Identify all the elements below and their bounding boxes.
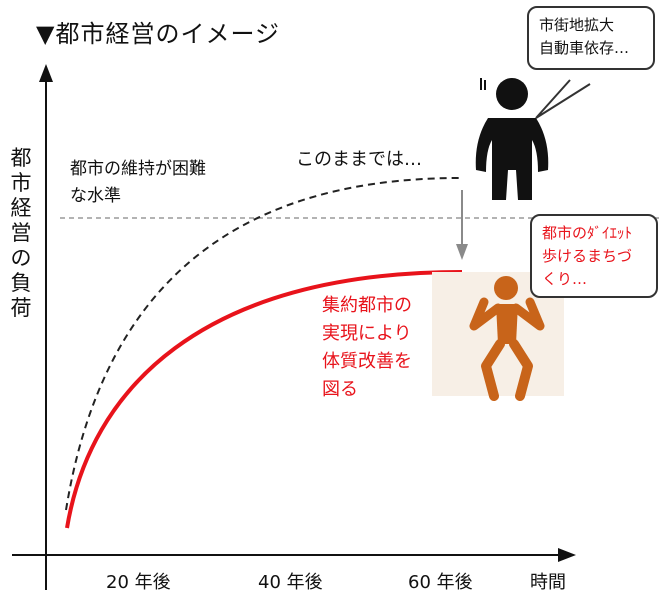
bubble-top-line: 市街地拡大 xyxy=(539,16,615,34)
y-axis-label-char: 荷 xyxy=(10,296,32,320)
exercising-person-icon xyxy=(469,276,545,401)
x-axis-label: 時間 xyxy=(530,572,566,593)
y-axis-label-char: 市 xyxy=(10,171,32,195)
improvement-label-line: 体質改善を xyxy=(322,351,412,372)
improvement-label-line: 実現により xyxy=(322,323,412,344)
improvement-label-line: 集約都市の xyxy=(322,295,412,316)
reduction-arrow-head xyxy=(456,244,468,260)
y-axis-label-char: 経 xyxy=(10,196,32,220)
x-tick-label: 40 年後 xyxy=(258,572,323,593)
current-trend-curve xyxy=(65,177,461,511)
bubble-bottom-line: くり… xyxy=(542,270,588,288)
y-axis-label: 都 市 経 営 の 負 荷 xyxy=(8,146,34,321)
bubble-bottom-line: 歩けるまちづ xyxy=(542,247,633,265)
improved-curve xyxy=(65,270,463,529)
x-tick-label: 20 年後 xyxy=(106,572,171,593)
x-tick-label: 60 年後 xyxy=(408,572,473,593)
y-axis-label-char: 負 xyxy=(10,271,32,295)
y-axis-label-char: 営 xyxy=(10,221,32,245)
threshold-label: 都市の維持が困難 な水準 xyxy=(70,156,206,210)
speech-bubble-bottom: 都市のﾀﾞｲｴｯﾄ 歩けるまちづ くり… xyxy=(530,214,658,298)
x-axis-arrow xyxy=(558,548,576,562)
improvement-label-line: 図る xyxy=(322,379,358,400)
page-title: ▼都市経営のイメージ xyxy=(36,20,280,48)
bubble-top-line: 自動車依存… xyxy=(539,39,630,57)
speech-bubble-top: 市街地拡大 自動車依存… xyxy=(527,6,655,70)
bubble-top-tail xyxy=(535,79,591,119)
y-axis-label-char: 都 xyxy=(10,146,32,170)
improvement-label: 集約都市の 実現により 体質改善を 図る xyxy=(322,292,412,404)
heavy-person-icon xyxy=(475,78,549,200)
bubble-bottom-line: 都市のﾀﾞｲｴｯﾄ xyxy=(542,224,633,242)
y-axis-label-char: の xyxy=(10,246,32,270)
current-trend-label: このままでは… xyxy=(296,149,422,170)
threshold-label-line: な水準 xyxy=(70,186,121,206)
y-axis-arrow xyxy=(39,64,53,82)
threshold-label-line: 都市の維持が困難 xyxy=(70,159,206,179)
